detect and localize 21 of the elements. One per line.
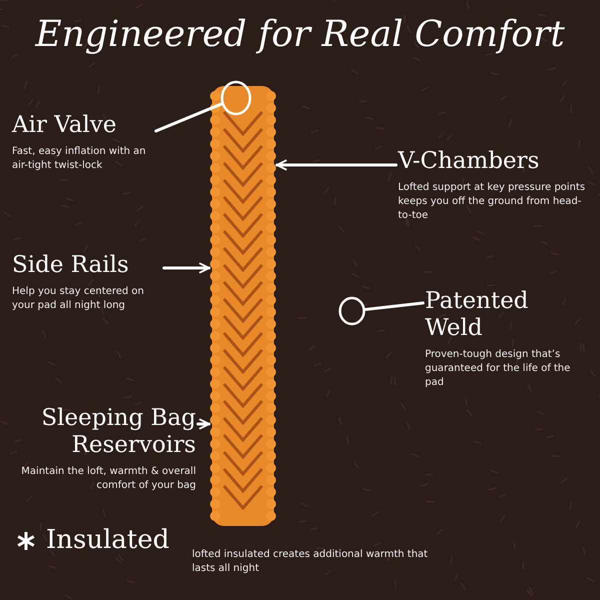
- highlight-circle: [220, 80, 252, 116]
- leader-line: [364, 302, 424, 311]
- callout-description: Proven-tough design that’s guaranteed for the life of the pad: [425, 348, 572, 390]
- title: Engineered for Real Comfort: [34, 14, 566, 55]
- leader-line: [162, 262, 210, 274]
- sleeping-pad-drawing: [210, 86, 276, 526]
- callout-description: Lofted support at key pressure points keeps you off the ground from head-to-toe: [398, 181, 586, 223]
- callout-heading: V-Chambers: [398, 148, 540, 175]
- callout-description: Help you stay centered on your pad all night long: [12, 285, 145, 313]
- leader-line: [196, 418, 210, 430]
- callout-heading: Sleeping Bag Reservoirs: [40, 405, 196, 459]
- feature-description: lofted insulated creates additional warmth that lasts all night: [192, 548, 429, 576]
- callout-heading: Air Valve: [12, 112, 118, 139]
- leader-line: [154, 102, 222, 132]
- callout-heading: Patented Weld: [425, 288, 530, 342]
- highlight-circle: [338, 296, 366, 326]
- callout-heading: Side Rails: [12, 252, 130, 279]
- feature-heading: Insulated: [46, 524, 170, 557]
- leader-line: [276, 159, 398, 171]
- callout-description: Fast, easy inflation with an air-tight twist-lock: [12, 145, 147, 173]
- callout-description: Maintain the loft, warmth & overall comfort of your bag: [20, 465, 196, 493]
